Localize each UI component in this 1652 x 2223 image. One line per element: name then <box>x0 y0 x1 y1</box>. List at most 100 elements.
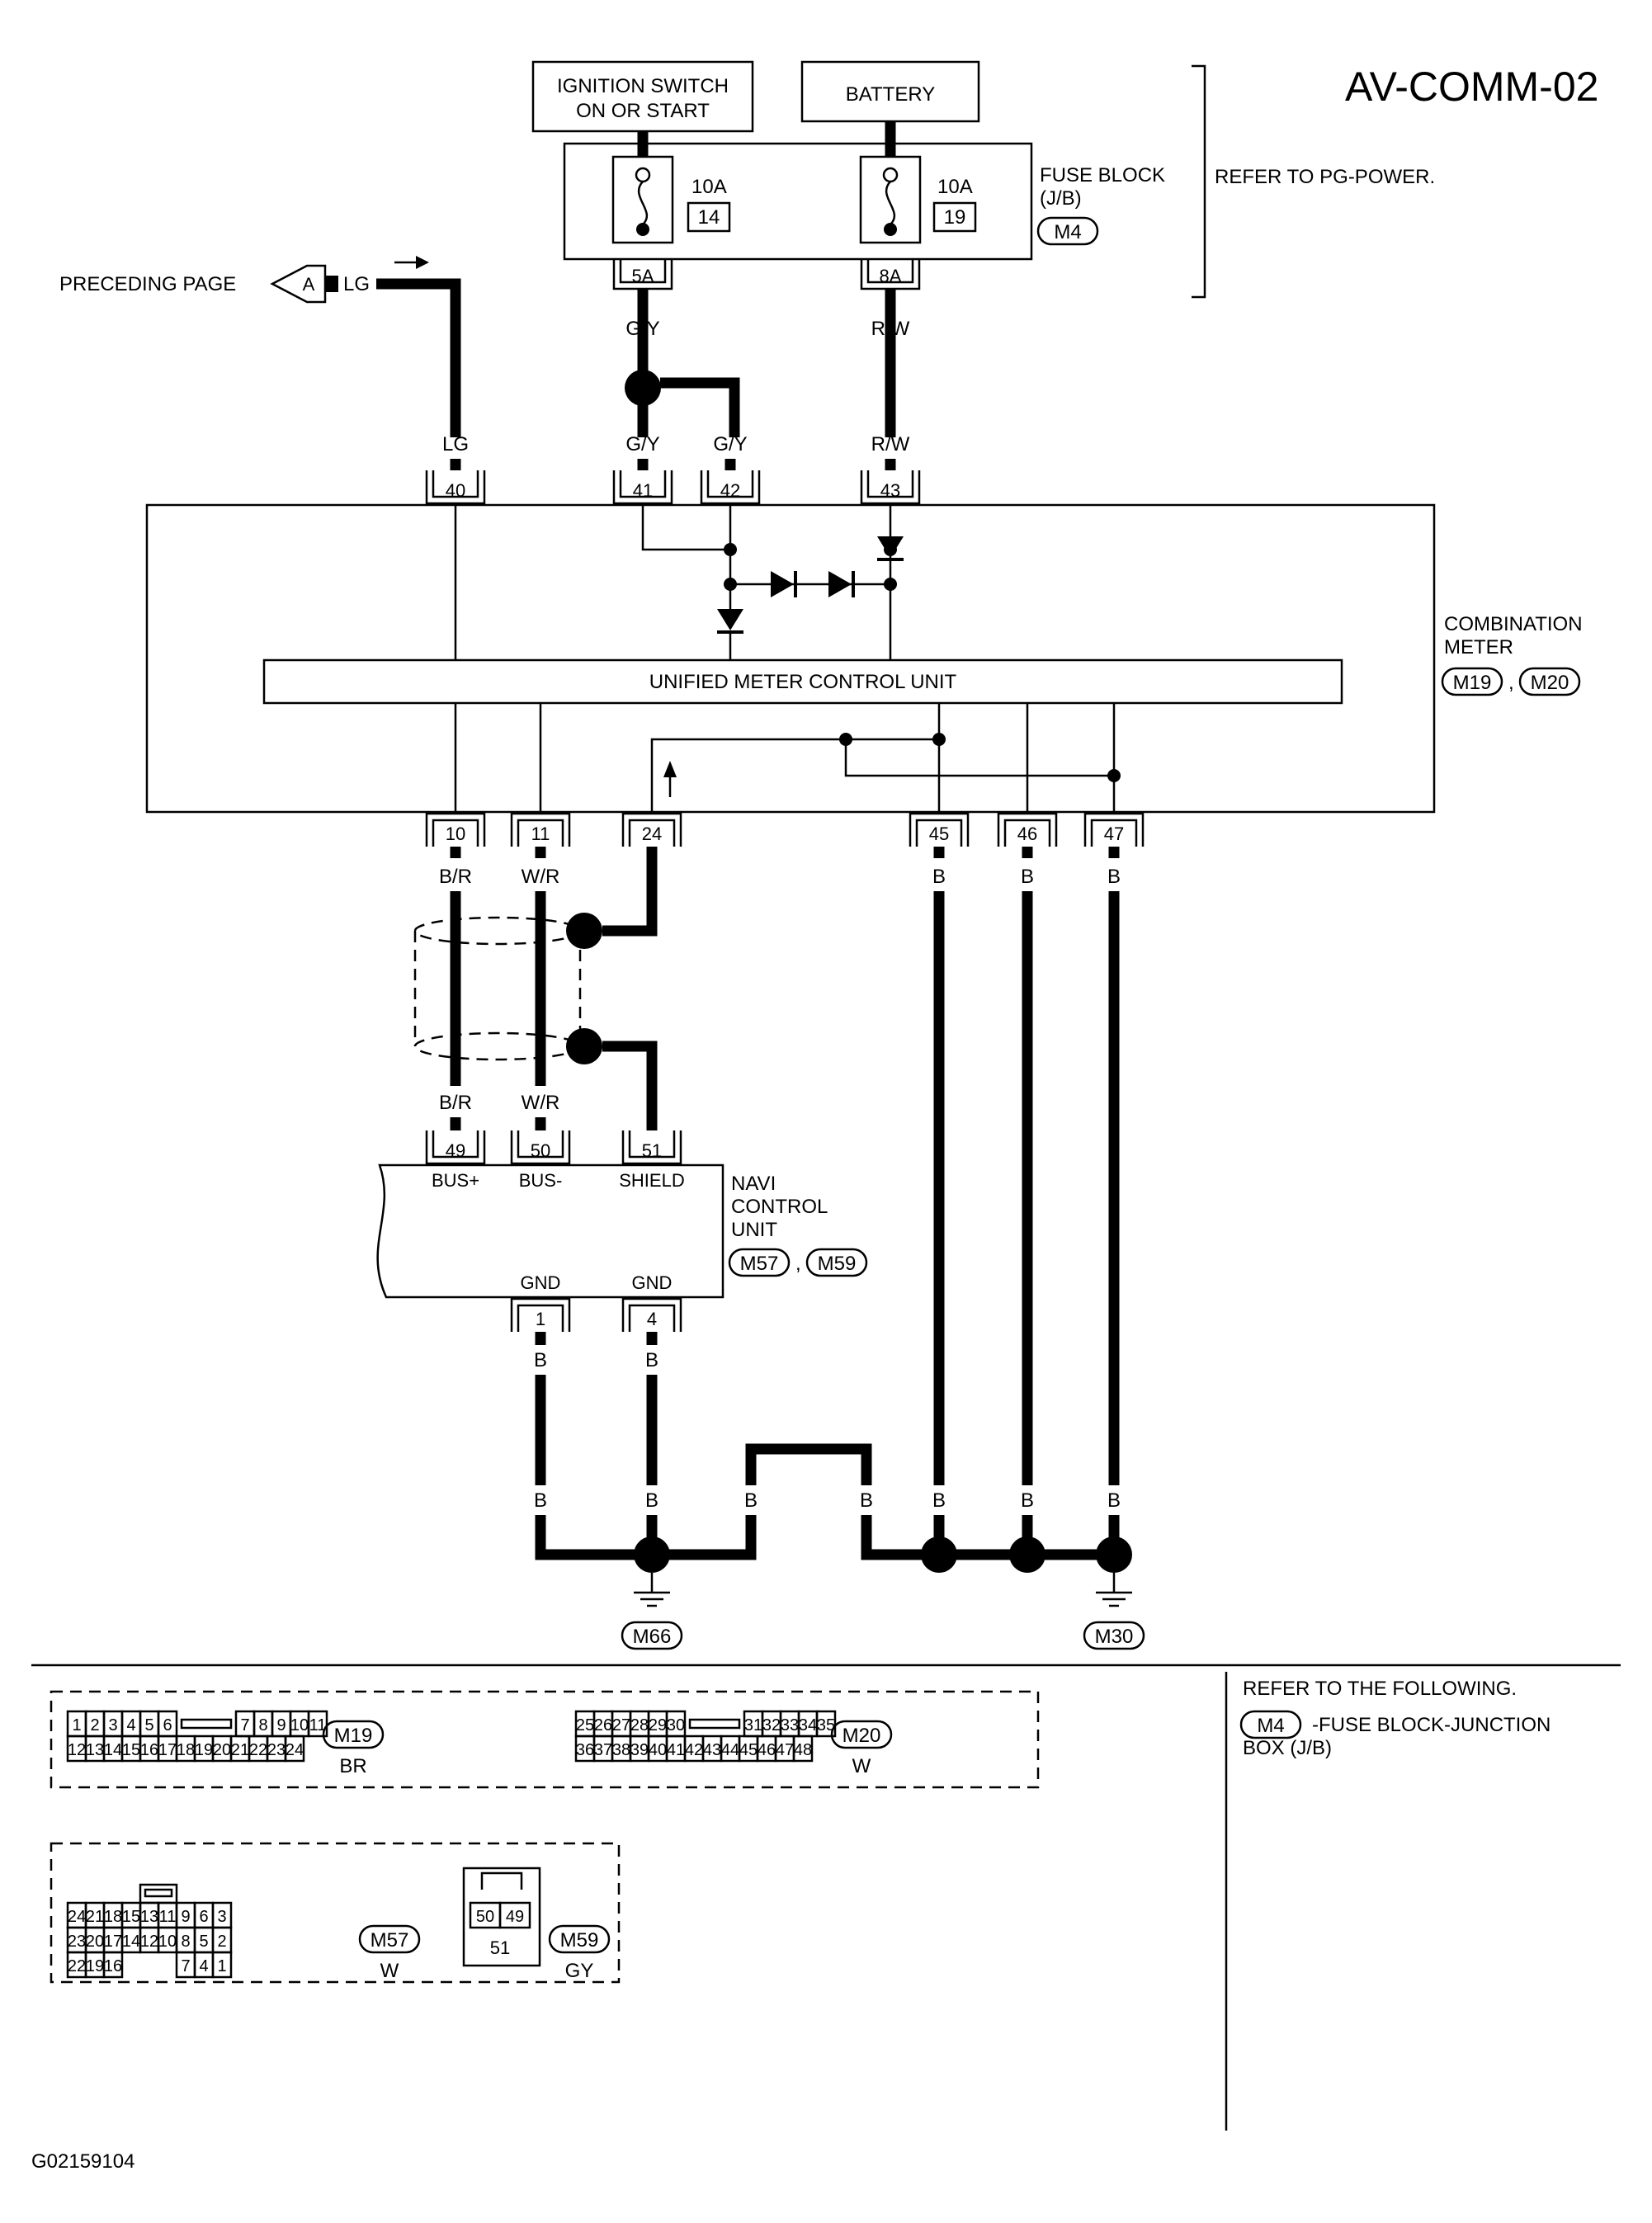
navi-label-gnd-4: GND <box>632 1272 673 1293</box>
m20-pin-label: 48 <box>794 1741 812 1759</box>
navi-pin-4: 4 <box>647 1309 657 1329</box>
m57-pin-cell <box>211 1951 233 1979</box>
combination-meter: UNIFIED METER CONTROL UNIT COMBINATION M… <box>145 503 1583 814</box>
wire-b-ga: B <box>534 1489 547 1512</box>
shielded-pair <box>413 916 582 1061</box>
m20-color: W <box>852 1755 871 1777</box>
meter-title-2: METER <box>1444 636 1513 658</box>
meter-connector-1: M19 <box>1453 672 1492 694</box>
m19-pin-label: 20 <box>213 1741 231 1759</box>
wire-b-gc: B <box>744 1489 758 1512</box>
m19-pin-cell <box>307 1710 328 1738</box>
m20-pin-label: 43 <box>703 1741 721 1759</box>
m19-pin-label: 7 <box>240 1716 249 1735</box>
m57-color: W <box>380 1960 399 1982</box>
wire-lg: LG <box>442 433 469 455</box>
m57-pin-label: 7 <box>181 1957 190 1975</box>
fuse-a-terminal: 5A <box>632 266 654 286</box>
navi-label-bus-plus: BUS+ <box>432 1170 479 1191</box>
m19-pin-label: 14 <box>104 1741 122 1759</box>
navi-control-unit: BUS+ BUS- SHIELD GND GND NAVI CONTROL UN… <box>376 1163 868 1299</box>
m20-pin-label: 27 <box>612 1716 630 1735</box>
meter-bottom-pins: 10 11 24 45 46 47 <box>425 812 1145 847</box>
m59-pin-label: 50 <box>476 1908 494 1926</box>
fuse-a-rating: 10A <box>691 176 727 198</box>
m19-pin-label: 3 <box>108 1716 117 1735</box>
m20-pin-label: 44 <box>721 1741 739 1759</box>
navi-pin-49: 49 <box>446 1140 465 1161</box>
meter-title-1: COMBINATION <box>1444 613 1583 635</box>
fuse-block-title-1: FUSE BLOCK <box>1040 164 1165 186</box>
m19-pin-label: 16 <box>140 1741 158 1759</box>
wire-b-gg: B <box>1107 1489 1121 1512</box>
m19-color: BR <box>339 1755 366 1777</box>
refer-following-title: REFER TO THE FOLLOWING. <box>1243 1678 1517 1700</box>
m57-pin-label: 10 <box>158 1933 177 1951</box>
navi-label-shield: SHIELD <box>619 1170 684 1191</box>
m57-pin-label: 18 <box>104 1908 122 1926</box>
m57-pin-label: 8 <box>181 1933 190 1951</box>
m19-pin-label: 15 <box>122 1741 140 1759</box>
m20-id: M20 <box>843 1725 881 1747</box>
wire-b-navi-4-top: B <box>645 1349 658 1371</box>
refer-bracket <box>1192 64 1206 299</box>
battery-label: BATTERY <box>846 83 935 106</box>
m20-pin-label: 32 <box>762 1716 781 1735</box>
diagram-id: AV-COMM-02 <box>1345 64 1598 110</box>
m19-pin-label: 21 <box>231 1741 249 1759</box>
m19-pin-label: 22 <box>249 1741 267 1759</box>
navi-title-3: UNIT <box>731 1219 777 1241</box>
ground-m66: M66 <box>621 1573 683 1650</box>
m20-pin-label: 37 <box>594 1741 612 1759</box>
navi-connector-1: M57 <box>740 1253 779 1275</box>
m20-pin-label: 36 <box>576 1741 594 1759</box>
m19-pin-cell <box>284 1735 305 1763</box>
m19-pin-label: 19 <box>195 1741 213 1759</box>
wire-wr-bottom: W/R <box>522 1092 560 1114</box>
m20-pin-label: 39 <box>630 1741 649 1759</box>
m19-pin-label: 18 <box>177 1741 195 1759</box>
ignition-label-1: IGNITION SWITCH <box>557 75 729 97</box>
wire-br-top: B/R <box>439 866 472 888</box>
m20-pin-label: 45 <box>739 1741 758 1759</box>
m19-pin-label: 6 <box>163 1716 172 1735</box>
wire-rw-top: R/W <box>871 318 910 340</box>
fuse-a-number: 14 <box>698 206 720 229</box>
m57-pin-cell <box>102 1951 124 1979</box>
m57-pin-label: 12 <box>140 1933 158 1951</box>
navi-connector-sep: , <box>795 1253 801 1275</box>
m20-pin-label: 30 <box>667 1716 685 1735</box>
meter-connector-2: M20 <box>1531 672 1569 694</box>
m19-pin-label: 9 <box>276 1716 286 1735</box>
m20-pin-label: 25 <box>576 1716 594 1735</box>
preceding-color: LG <box>343 273 370 295</box>
m20-pin-label: 40 <box>649 1741 667 1759</box>
meter-pin-11: 11 <box>531 824 550 844</box>
m57-pin-label: 24 <box>68 1908 86 1926</box>
m20-pin-label: 28 <box>630 1716 649 1735</box>
fuse-block-title-2: (J/B) <box>1040 187 1082 210</box>
m19-pin-label: 11 <box>309 1716 327 1735</box>
wire-gy-top: G/Y <box>625 318 659 340</box>
m59-color: GY <box>565 1960 594 1982</box>
m59-pin-cell <box>498 1901 531 1929</box>
meter-connector-sep: , <box>1508 672 1514 694</box>
fuse-b-number: 19 <box>944 206 966 229</box>
navi-top-pins: 49 50 51 <box>425 1130 682 1165</box>
m20-pin-label: 42 <box>685 1741 703 1759</box>
m20-pin-cell <box>815 1710 837 1738</box>
navi-pin-51: 51 <box>642 1140 662 1161</box>
wire-wr-top: W/R <box>522 866 560 888</box>
wire-b-45-top: B <box>932 866 946 888</box>
wire-b-ge: B <box>932 1489 946 1512</box>
meter-pin-40: 40 <box>446 480 465 501</box>
wire-b-gf: B <box>1021 1489 1034 1512</box>
meter-top-pins: 40 41 42 43 <box>425 470 921 505</box>
meter-pin-47: 47 <box>1104 824 1124 844</box>
m57-pin-label: 6 <box>199 1908 208 1926</box>
m59-pin-label: 51 <box>490 1937 510 1958</box>
fuse-block-connector: M4 <box>1054 221 1081 243</box>
preceding-label: PRECEDING PAGE <box>59 273 236 295</box>
ignition-switch-box: IGNITION SWITCH ON OR START <box>531 60 754 133</box>
